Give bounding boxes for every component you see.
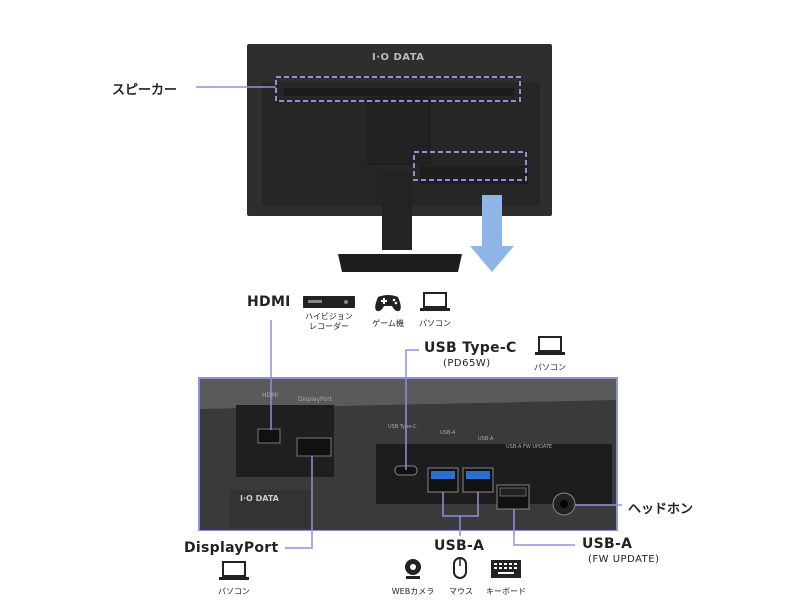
mouse-icon — [453, 557, 467, 579]
printed-usba2: USB-A — [478, 436, 494, 442]
usbc-label: USB Type-C — [424, 340, 517, 356]
usba-fw-label: USB-A — [582, 536, 633, 552]
gamepad-icon — [375, 295, 401, 312]
usbc-power-label: (PD65W) — [443, 358, 491, 369]
product-label-sticker — [230, 490, 310, 528]
dp-pc-caption: パソコン — [218, 587, 250, 596]
laptop-icon — [535, 336, 565, 355]
mouse-caption: マウス — [449, 587, 473, 596]
recorder-icon — [303, 296, 355, 308]
headphone-label: ヘッドホン — [628, 502, 694, 517]
displayport-label: DisplayPort — [184, 540, 279, 556]
printed-hdmi: HDMI — [262, 392, 279, 399]
usba-fw-note: (FW UPDATE) — [588, 554, 660, 565]
dp-leader — [285, 456, 313, 549]
webcam-icon — [405, 559, 421, 579]
keyboard-caption: キーボード — [486, 587, 526, 596]
usb-a-port-2 — [466, 471, 490, 479]
usbc-pc-caption: パソコン — [534, 363, 566, 372]
ports-highlight-box — [413, 151, 527, 181]
printed-usbc: USB Type-C — [388, 424, 417, 430]
sticker-brand: I·O DATA — [240, 494, 279, 503]
webcam-caption: WEBカメラ — [391, 587, 435, 596]
hdmi-pc-caption: パソコン — [419, 319, 451, 328]
usb-a-port-1 — [431, 471, 455, 479]
down-arrow — [470, 195, 514, 272]
game-caption: ゲーム機 — [372, 319, 404, 328]
printed-dp: DisplayPort — [298, 396, 333, 403]
laptop-icon — [420, 292, 450, 311]
monitor-back-view — [196, 44, 552, 272]
displayport-port — [296, 437, 332, 457]
usba-fw-leader — [513, 509, 575, 546]
usb-a-fw-port — [499, 487, 527, 497]
speaker-label: スピーカー — [112, 83, 178, 98]
hdmi-label: HDMI — [247, 294, 291, 310]
hdmi-port — [257, 428, 281, 444]
monitor-stand-neck — [382, 172, 412, 250]
usba-label: USB-A — [434, 538, 485, 554]
printed-usba-fw: USB-A FW UPDATE — [506, 444, 553, 450]
monitor-stand-base — [338, 254, 462, 272]
keyboard-icon — [491, 560, 521, 578]
printed-usba1: USB-A — [440, 430, 456, 436]
brand-logo: I·O DATA — [372, 52, 425, 63]
recorder-caption: ハイビジョンレコーダー — [305, 312, 353, 331]
usbc-leader — [405, 349, 419, 470]
laptop-icon — [219, 561, 249, 580]
speaker-highlight-box — [275, 76, 521, 102]
speaker-grille — [284, 88, 514, 96]
